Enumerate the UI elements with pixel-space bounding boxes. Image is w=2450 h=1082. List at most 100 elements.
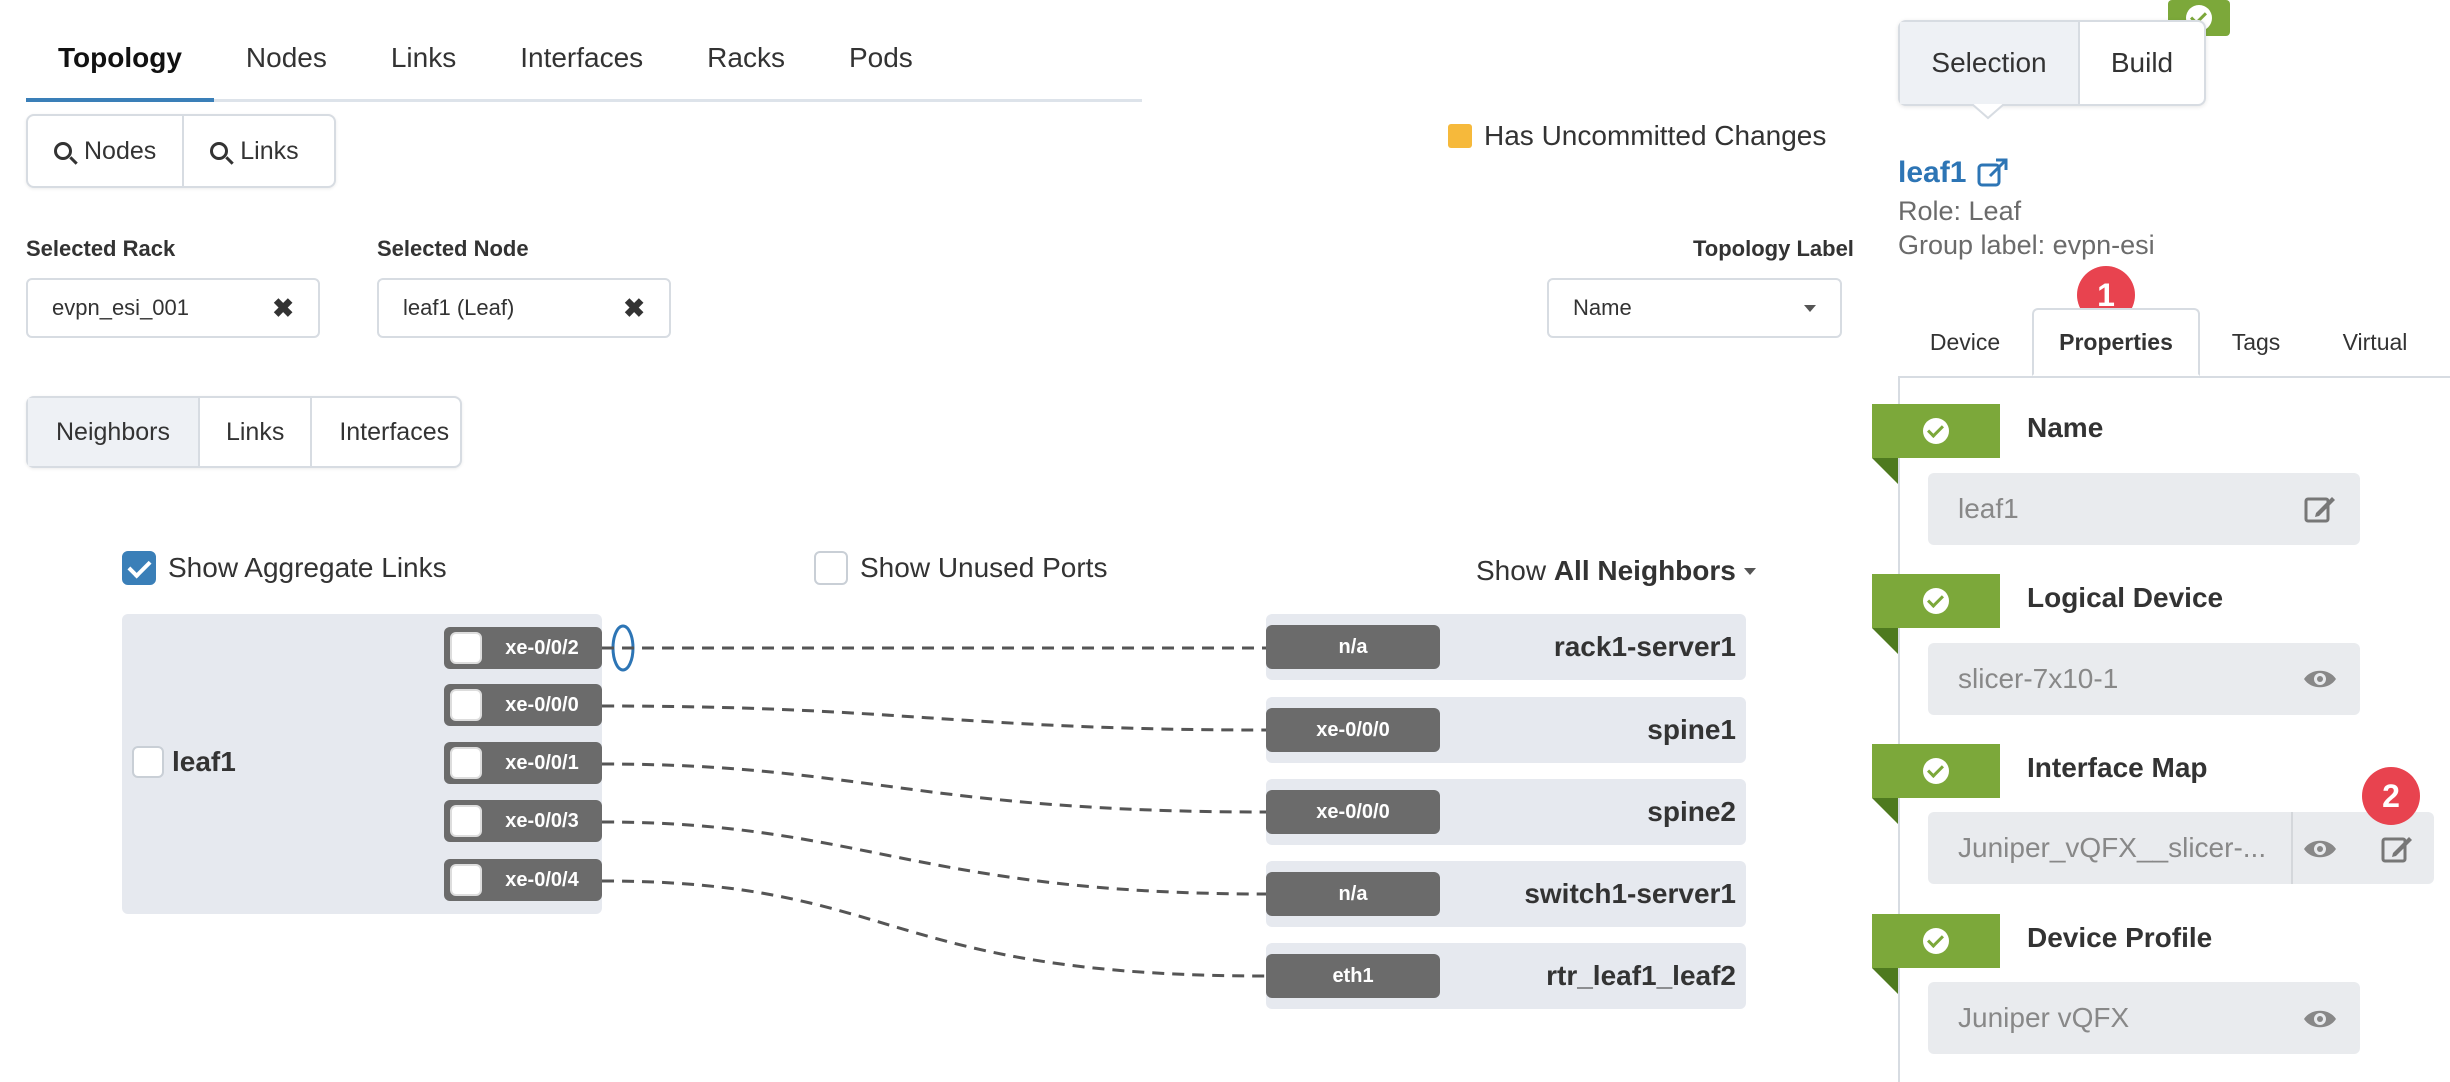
- selected-node-select[interactable]: leaf1 (Leaf) ✖: [377, 278, 671, 338]
- neighbor-rtr-leaf1-leaf2[interactable]: eth1 rtr_leaf1_leaf2: [1266, 943, 1746, 1009]
- tab-nodes[interactable]: Nodes: [245, 42, 327, 73]
- show-value: All Neighbors: [1553, 555, 1736, 586]
- check-icon: [1923, 758, 1949, 784]
- neighbor-port: n/a: [1266, 625, 1440, 669]
- tab-racks[interactable]: Racks: [707, 42, 785, 73]
- clear-rack-icon[interactable]: ✖: [272, 292, 294, 323]
- port-xe-0-0-1[interactable]: xe-0/0/1: [444, 742, 602, 784]
- neighbor-name: rtr_leaf1_leaf2: [1546, 960, 1736, 991]
- port-label: xe-0/0/4: [505, 868, 579, 891]
- property-device-profile-field: Juniper vQFX: [1928, 982, 2360, 1054]
- tab-interfaces[interactable]: Interfaces: [520, 42, 644, 73]
- name-status-badge: [1872, 404, 2000, 484]
- tab-virtual[interactable]: Virtual: [2342, 328, 2408, 355]
- port-label: xe-0/0/1: [505, 751, 579, 774]
- tab-topology[interactable]: Topology: [26, 22, 214, 102]
- port-checkbox[interactable]: [450, 805, 482, 837]
- device-profile-status-badge: [1872, 914, 2000, 994]
- neighbor-port: xe-0/0/0: [1266, 708, 1440, 752]
- neighbor-port: eth1: [1266, 954, 1440, 998]
- selected-node-value: leaf1 (Leaf): [403, 295, 515, 320]
- tab-properties[interactable]: Properties: [2032, 308, 2200, 376]
- show-aggregate-checkbox[interactable]: [122, 551, 156, 585]
- search-links-button[interactable]: Links: [182, 116, 324, 186]
- tab-tags[interactable]: Tags: [2231, 328, 2281, 355]
- property-name-title: Name: [2027, 412, 2104, 443]
- port-checkbox[interactable]: [450, 864, 482, 896]
- view-tab-links[interactable]: Links: [197, 398, 310, 466]
- show-unused-checkbox[interactable]: [814, 551, 848, 585]
- edit-icon[interactable]: [2303, 492, 2337, 526]
- selected-node-label: Selected Node: [377, 236, 529, 261]
- node-leaf1[interactable]: leaf1: [132, 746, 236, 778]
- port-checkbox[interactable]: [450, 747, 482, 779]
- show-unused-ports[interactable]: Show Unused Ports: [814, 551, 1107, 585]
- check-icon: [1923, 418, 1949, 444]
- selection-build-toggle: Selection Build: [1898, 20, 2206, 106]
- neighbor-port: xe-0/0/0: [1266, 790, 1440, 834]
- view-tab-interfaces[interactable]: Interfaces: [310, 398, 476, 466]
- property-name-value: leaf1: [1958, 493, 2019, 524]
- logical-device-status-badge: [1872, 574, 2000, 654]
- uncommitted-square-icon: [1448, 124, 1472, 148]
- properties-tabs: Device Properties Tags Virtual: [1898, 308, 2450, 378]
- topology-label-value: Name: [1573, 295, 1632, 320]
- selection-pointer: [1972, 104, 2004, 120]
- external-link-icon[interactable]: [1976, 156, 2010, 190]
- port-xe-0-0-3[interactable]: xe-0/0/3: [444, 800, 602, 842]
- node-link[interactable]: leaf1: [1898, 156, 2010, 190]
- show-unused-label: Show Unused Ports: [860, 552, 1108, 583]
- callout-badge-2: 2: [2362, 767, 2420, 825]
- neighbor-name: rack1-server1: [1553, 631, 1736, 662]
- tab-links[interactable]: Links: [390, 42, 457, 73]
- tab-pods[interactable]: Pods: [848, 42, 913, 73]
- link-line[interactable]: [601, 762, 1267, 814]
- search-nodes-button[interactable]: Nodes: [28, 116, 182, 186]
- field-divider: [2291, 812, 2293, 884]
- edit-icon[interactable]: [2380, 832, 2414, 866]
- property-device-profile-value: Juniper vQFX: [1958, 1002, 2130, 1033]
- show-neighbors-dropdown[interactable]: Show All Neighbors: [1476, 555, 1756, 587]
- eye-icon[interactable]: [2303, 662, 2337, 696]
- top-tabs: Topology Nodes Links Interfaces Racks Po…: [26, 22, 1142, 102]
- property-logical-device-value: slicer-7x10-1: [1958, 663, 2119, 694]
- selected-rack-value: evpn_esi_001: [52, 295, 190, 320]
- tab-device[interactable]: Device: [1929, 328, 2001, 355]
- port-xe-0-0-4[interactable]: xe-0/0/4: [444, 859, 602, 901]
- neighbor-spine1[interactable]: xe-0/0/0 spine1: [1266, 697, 1746, 763]
- uncommitted-indicator: Has Uncommitted Changes: [1448, 120, 1826, 152]
- eye-icon[interactable]: [2303, 1002, 2337, 1036]
- node-role: Role: Leaf: [1898, 196, 2022, 226]
- link-line[interactable]: [601, 820, 1267, 896]
- neighbor-port: n/a: [1266, 872, 1440, 916]
- selected-rack-select[interactable]: evpn_esi_001 ✖: [26, 278, 320, 338]
- chevron-down-icon: [1804, 304, 1816, 312]
- property-interface-map-title: Interface Map: [2027, 752, 2208, 783]
- link-line[interactable]: [601, 704, 1267, 732]
- show-aggregate-links[interactable]: Show Aggregate Links: [122, 551, 447, 585]
- build-button[interactable]: Build: [2078, 22, 2204, 104]
- port-label: xe-0/0/3: [505, 809, 579, 832]
- selection-button[interactable]: Selection: [1900, 22, 2078, 104]
- topology-label-select[interactable]: Name: [1547, 278, 1842, 338]
- port-checkbox[interactable]: [450, 632, 482, 664]
- neighbor-switch1-server1[interactable]: n/a switch1-server1: [1266, 861, 1746, 927]
- interface-map-status-badge: [1872, 744, 2000, 824]
- node-leaf1-checkbox[interactable]: [132, 746, 164, 778]
- view-tab-neighbors[interactable]: Neighbors: [28, 398, 198, 466]
- check-icon: [1923, 588, 1949, 614]
- port-checkbox[interactable]: [450, 689, 482, 721]
- panel-divider: [1898, 376, 1900, 1082]
- check-icon: [1923, 928, 1949, 954]
- port-xe-0-0-0[interactable]: xe-0/0/0: [444, 684, 602, 726]
- link-line[interactable]: [601, 879, 1267, 978]
- neighbor-rack1-server1[interactable]: n/a rack1-server1: [1266, 614, 1746, 680]
- neighbor-spine2[interactable]: xe-0/0/0 spine2: [1266, 779, 1746, 845]
- port-xe-0-0-2[interactable]: xe-0/0/2: [444, 627, 602, 669]
- selected-rack-label: Selected Rack: [26, 236, 176, 261]
- port-label: xe-0/0/0: [505, 693, 579, 716]
- neighbor-name: spine1: [1647, 714, 1736, 745]
- eye-icon[interactable]: [2303, 832, 2337, 866]
- node-group-label: Group label: evpn-esi: [1898, 230, 2155, 260]
- clear-node-icon[interactable]: ✖: [623, 292, 645, 323]
